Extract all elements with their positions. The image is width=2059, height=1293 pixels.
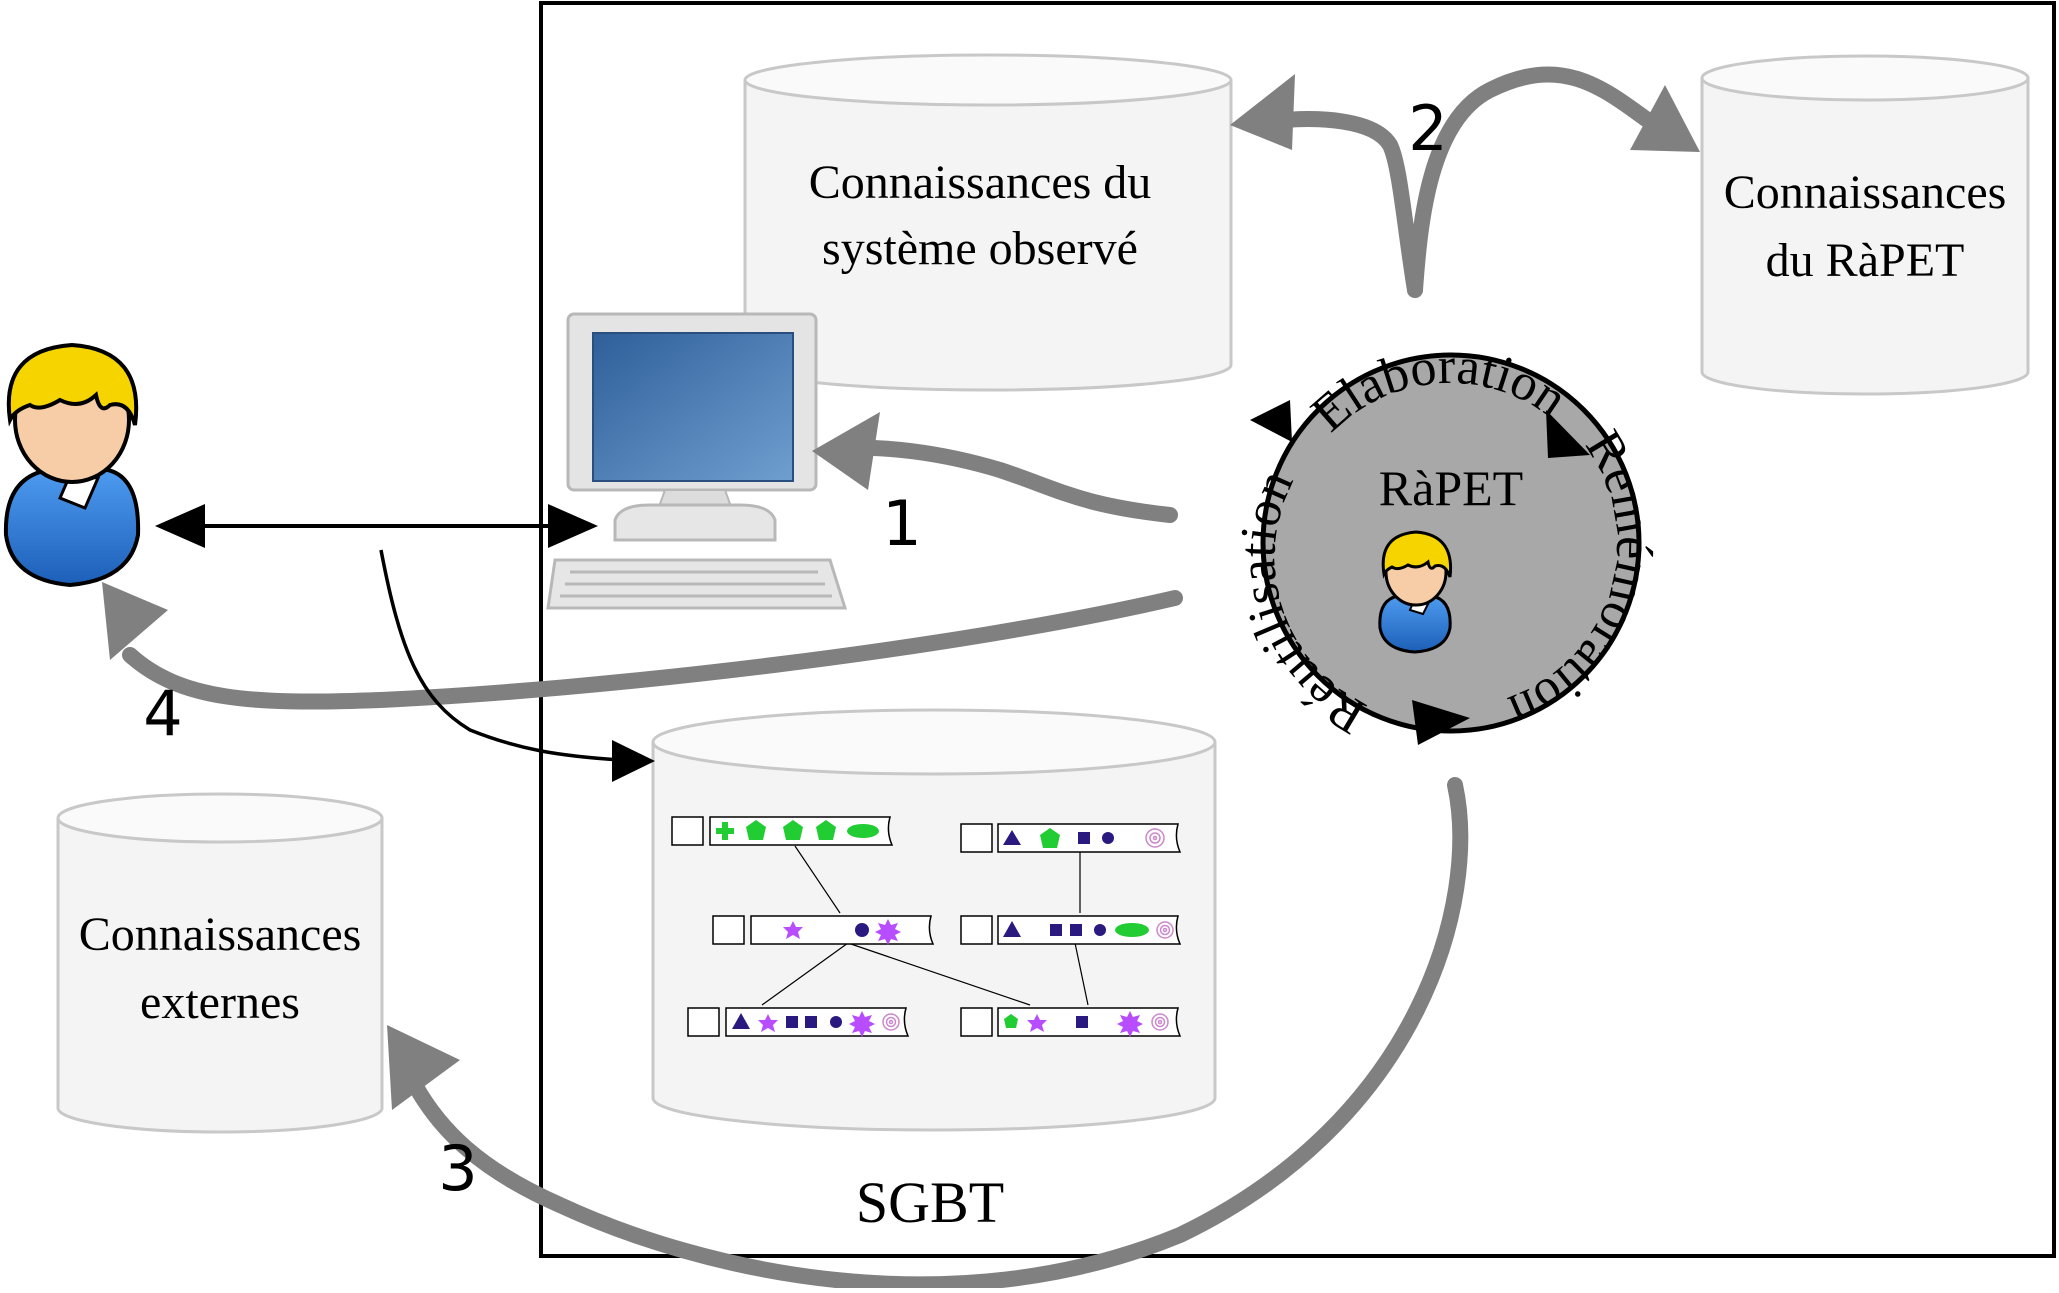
external-knowledge-line2: externes <box>140 976 300 1029</box>
arrow-2-head-icon <box>1230 74 1295 150</box>
rapet-knowledge-line1: Connaissances <box>1724 166 2007 219</box>
sgbt-frame <box>539 1 2056 1258</box>
cycle-arrowhead-icon <box>1412 700 1470 745</box>
observed-system-knowledge-store: Connaissances du système observé <box>743 53 1233 392</box>
rapet-cycle: Elaboration Remémoration Réutilisation R… <box>1229 338 1663 745</box>
user-computer-arrowhead-left-icon <box>155 504 205 548</box>
arrow-3-path <box>407 777 1469 1293</box>
user-icon <box>3 342 141 588</box>
arrow-number-2: 2 <box>1408 92 1447 165</box>
arrow-2b-path <box>1407 66 1658 298</box>
arrow-3-head-icon <box>387 1025 460 1110</box>
observed-system-line2: système observé <box>822 222 1138 275</box>
cycle-arrowhead-icon <box>1546 410 1590 458</box>
arrow-1-path <box>832 439 1178 523</box>
observed-system-line1: Connaissances du <box>809 156 1152 209</box>
arrow-2-path <box>1257 111 1423 298</box>
arrow-1-head-icon <box>812 412 880 490</box>
trace-model-icon <box>671 816 1182 1037</box>
arrow-4-path <box>122 590 1183 710</box>
external-knowledge-line1: Connaissances <box>79 908 362 961</box>
cycle-arrowhead-icon <box>1250 400 1292 442</box>
rapet-knowledge-store: Connaissances du RàPET <box>1700 54 2030 396</box>
rapet-user-icon <box>1378 530 1453 654</box>
arrow-number-1: 1 <box>882 487 921 560</box>
arrow-number-4: 4 <box>143 677 182 750</box>
arrow-2b-head-icon <box>1630 85 1700 152</box>
user-computer-arrowhead-right-icon <box>548 504 598 548</box>
arrow-number-3: 3 <box>438 1132 477 1205</box>
sgbt-label: SGBT <box>856 1170 1004 1235</box>
computer-icon <box>546 312 848 610</box>
spiral-icon <box>1145 828 1165 848</box>
external-knowledge-store: Connaissances externes <box>56 792 384 1134</box>
rapet-knowledge-line2: du RàPET <box>1766 234 1965 287</box>
arrow-4-head-icon <box>102 582 168 660</box>
trace-collection-arrow <box>379 549 621 762</box>
rapet-center-label: RàPET <box>1379 460 1523 516</box>
trace-collection-arrowhead-icon <box>612 740 655 782</box>
